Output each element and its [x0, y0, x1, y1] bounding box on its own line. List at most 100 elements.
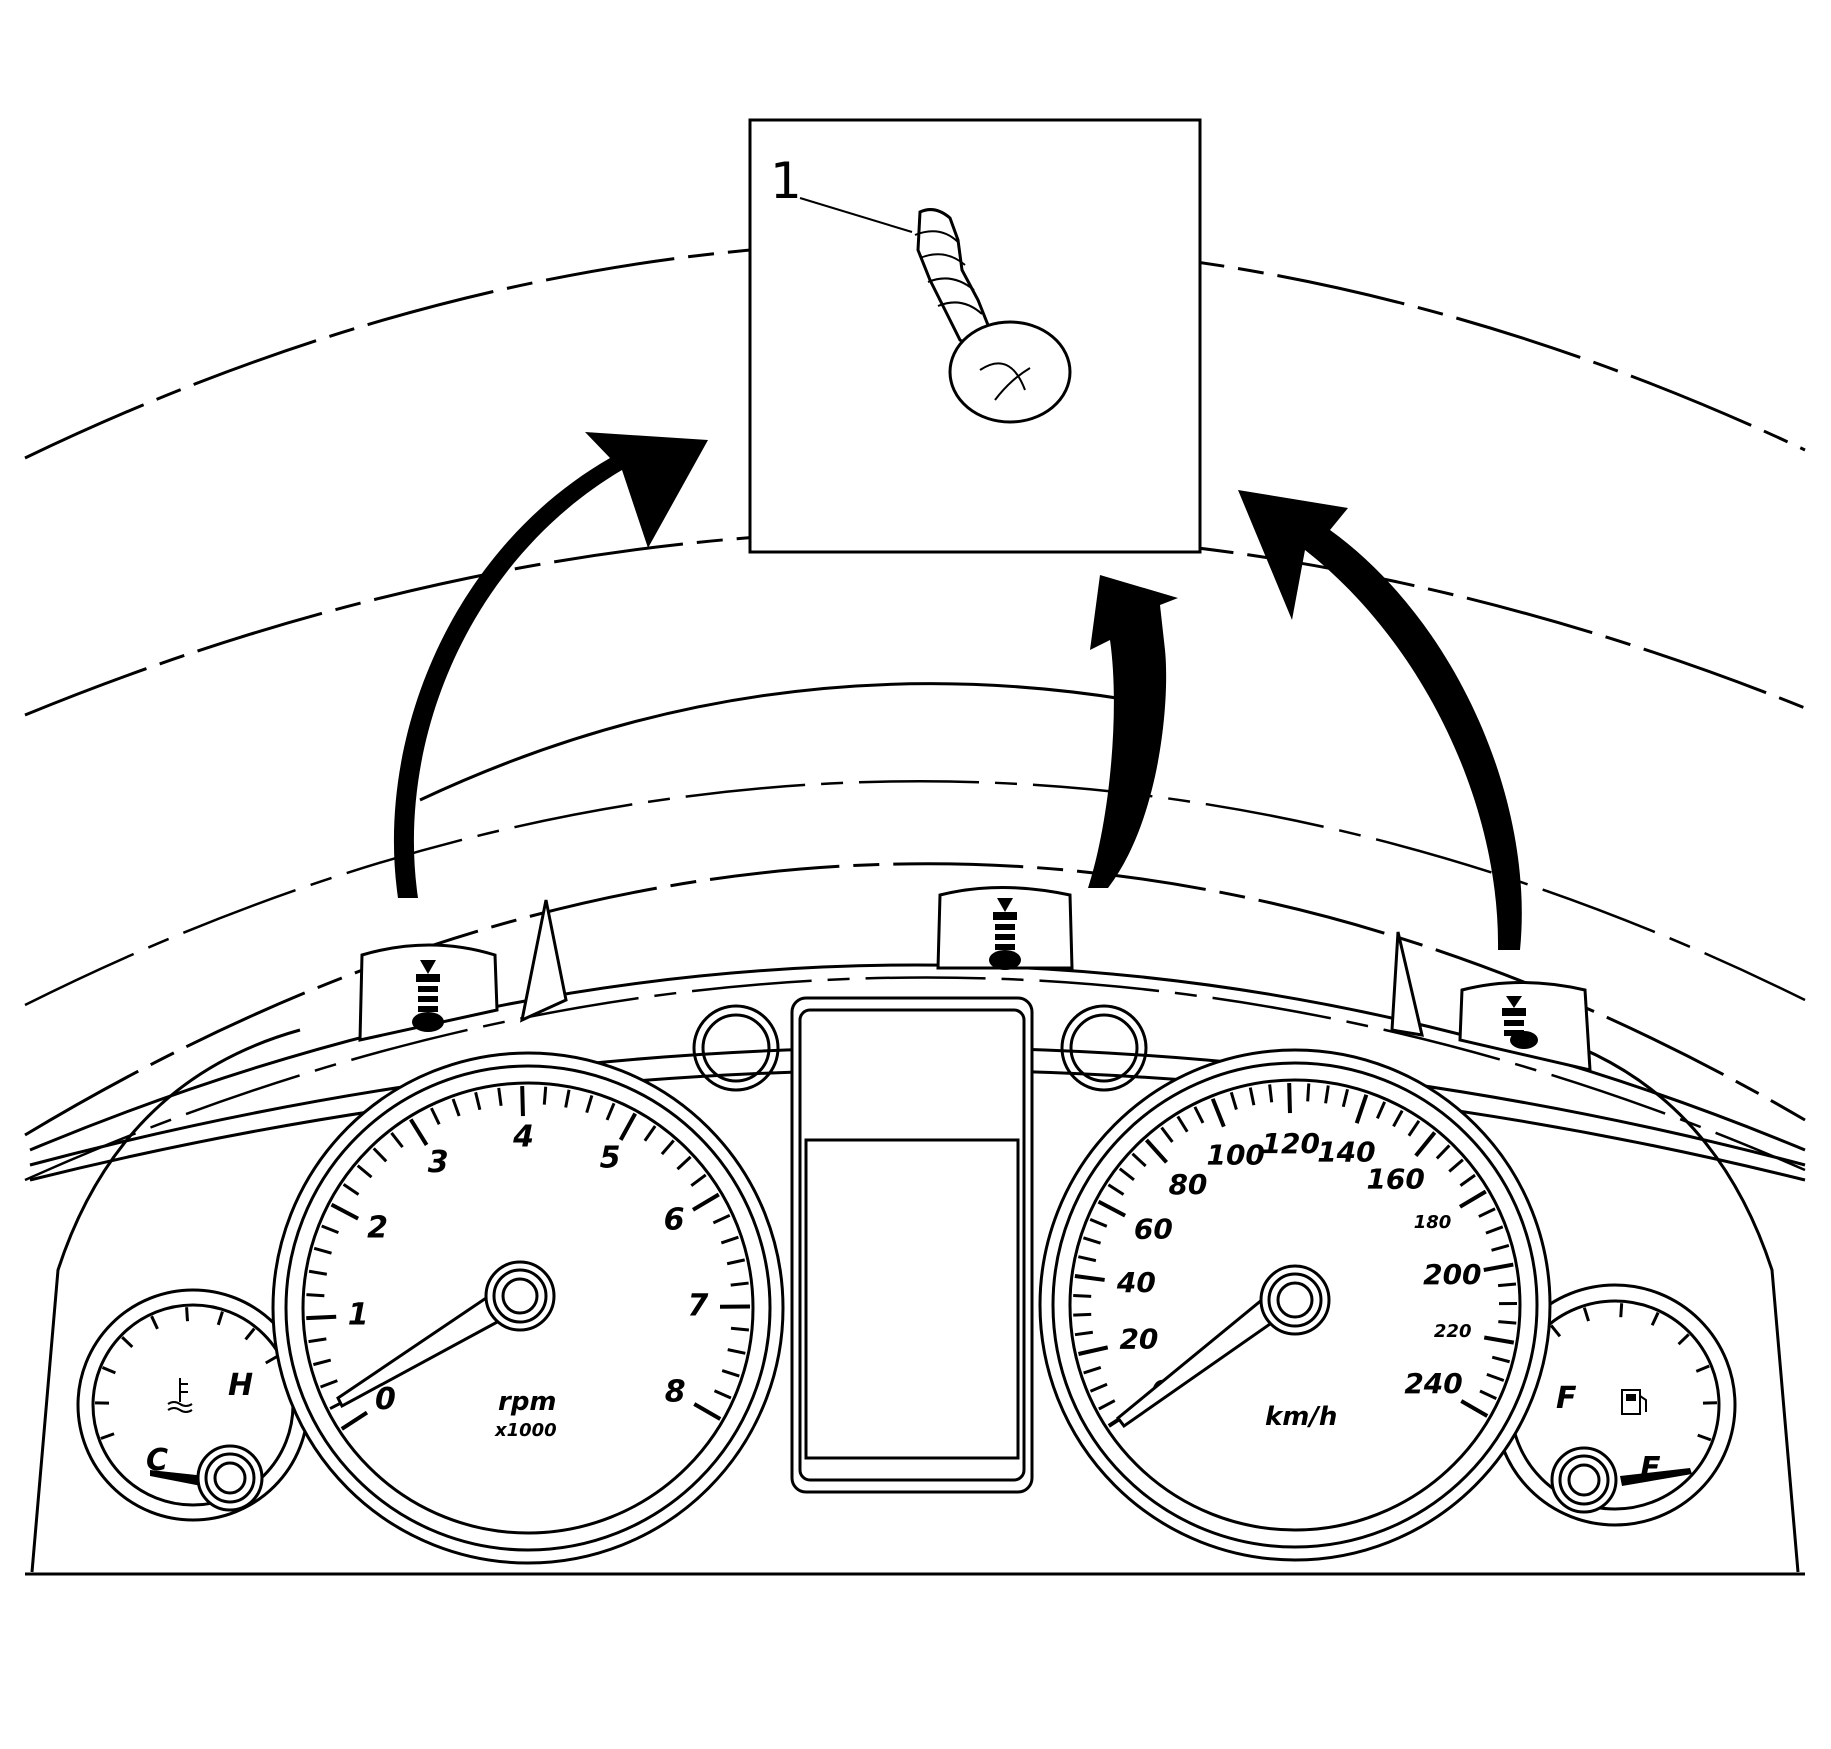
gauge-tick	[542, 1086, 548, 1105]
gauge-tick	[313, 1246, 332, 1255]
fuel-pump-icon	[1621, 1389, 1647, 1415]
gauge-tick	[306, 1314, 337, 1321]
gauge-tick	[1074, 1274, 1105, 1282]
gauge-label: 8	[665, 1375, 686, 1410]
gauge-tick	[618, 1112, 637, 1141]
gauge-tick	[1193, 1106, 1205, 1124]
gauge-tick	[1082, 1236, 1102, 1245]
screw-boss-center	[936, 886, 1074, 970]
gauge-tick	[1392, 1109, 1404, 1128]
speedometer-unit: km/h	[1265, 1402, 1337, 1432]
gauge-tick	[1098, 1399, 1116, 1411]
gauge-tick	[1460, 1399, 1489, 1418]
gauge-tick	[1268, 1084, 1274, 1103]
gauge-label: 4	[512, 1120, 534, 1155]
removal-arrow-left	[393, 432, 708, 898]
gauge-tick	[150, 1315, 159, 1330]
guide-tabs	[519, 899, 1424, 1037]
gauge-tick	[564, 1089, 571, 1108]
gauge-tick	[726, 1258, 746, 1266]
gauge-tick	[1491, 1243, 1510, 1252]
gauge-label: 6	[664, 1203, 685, 1238]
gauge-tick	[520, 1086, 525, 1117]
gauge-tick	[1619, 1303, 1624, 1318]
tachometer-multiplier: x1000	[494, 1420, 557, 1441]
gauge-tick	[1341, 1088, 1349, 1108]
gauge-tick	[100, 1432, 115, 1440]
gauge-tick	[1078, 1345, 1109, 1356]
gauge-label: 0	[375, 1382, 396, 1417]
gauge-tick	[372, 1147, 388, 1163]
coolant-temperature-icon	[167, 1378, 193, 1413]
gauge-tick	[1074, 1330, 1094, 1337]
gauge-tick	[1549, 1324, 1562, 1338]
gauge-tick	[721, 1369, 740, 1378]
gauge-tick	[693, 1402, 722, 1421]
gauge-tick	[1210, 1098, 1226, 1128]
gauge-label: 120	[1262, 1127, 1320, 1160]
gauge-tick	[1491, 1355, 1511, 1364]
fastener-callout-inset: 1	[748, 118, 1202, 554]
screw-icon	[914, 208, 1072, 424]
gauge-label: 180	[1414, 1212, 1452, 1233]
gauge-tick	[1097, 1199, 1127, 1218]
speedometer-ticks	[1073, 1083, 1518, 1428]
gauge-tick	[1248, 1087, 1256, 1106]
gauge-tick	[1354, 1094, 1369, 1124]
gauge-tick	[342, 1183, 360, 1196]
gauge-tick	[1697, 1433, 1712, 1442]
temp-gauge-ticks	[94, 1307, 279, 1440]
gauge-label: 100	[1206, 1138, 1264, 1171]
gauge-tick	[430, 1107, 441, 1125]
gauge-label: 160	[1366, 1163, 1424, 1196]
gauge-label: 20	[1119, 1322, 1158, 1355]
gauge-tick	[306, 1293, 325, 1298]
gauge-tick	[605, 1102, 616, 1121]
gauge-tick	[676, 1155, 692, 1171]
gauge-tick	[1448, 1158, 1464, 1173]
gauge-label: 200	[1423, 1258, 1481, 1291]
cluster-button-right	[1060, 1004, 1148, 1092]
gauge-tick	[409, 1118, 429, 1147]
gauge-tick	[1478, 1207, 1496, 1218]
temp-gauge-high-label: H	[228, 1368, 253, 1403]
gauge-tick	[1073, 1294, 1092, 1298]
gauge-tick	[1118, 1167, 1135, 1181]
gauge-label: 60	[1134, 1213, 1173, 1246]
gauge-tick	[727, 1348, 746, 1355]
gauge-tick	[1083, 1365, 1102, 1375]
cluster-button-left	[692, 1004, 780, 1092]
gauge-tick	[1483, 1262, 1514, 1272]
gauge-tick	[691, 1192, 720, 1212]
gauge-tick	[1414, 1131, 1437, 1158]
gauge-tick	[1375, 1101, 1387, 1119]
gauge-tick	[451, 1098, 461, 1117]
gauge-tick	[497, 1087, 503, 1106]
gauge-label: 5	[600, 1141, 621, 1176]
gauge-tick	[1131, 1152, 1147, 1168]
gauge-label: 2	[367, 1210, 388, 1245]
screw-boss-right	[1458, 981, 1592, 1072]
gauge-tick	[390, 1132, 404, 1149]
gauge-tick	[1287, 1083, 1292, 1114]
gauge-tick	[1695, 1364, 1710, 1373]
gauge-tick	[730, 1326, 750, 1332]
gauge-tick	[308, 1269, 328, 1276]
gauge-tick	[244, 1327, 256, 1341]
gauge-tick	[1077, 1255, 1097, 1263]
fuel-gauge-high-label: F	[1556, 1381, 1577, 1416]
gauge-label: 40	[1116, 1266, 1156, 1299]
gauge-label: 240	[1404, 1367, 1462, 1400]
gauge-tick	[712, 1213, 731, 1225]
gauge-tick	[1107, 1183, 1125, 1196]
tachometer-unit: rpm	[498, 1387, 557, 1417]
gauge-tick	[308, 1337, 327, 1344]
temperature-gauge: C H	[76, 1288, 310, 1522]
gauge-tick	[1306, 1083, 1311, 1102]
gauge-tick	[216, 1311, 224, 1326]
gauge-tick	[312, 1358, 332, 1367]
gauge-tick	[321, 1224, 339, 1235]
